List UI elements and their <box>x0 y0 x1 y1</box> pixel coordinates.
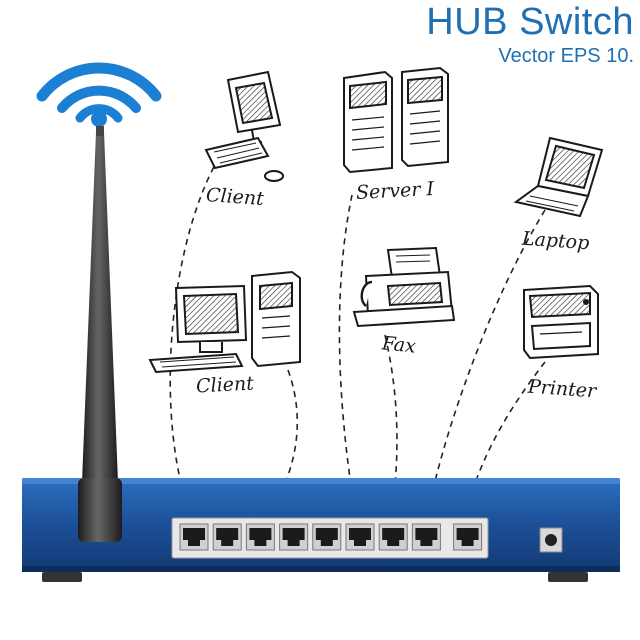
label-laptop: Laptop <box>521 227 591 255</box>
ethernet-port-icon <box>378 523 408 551</box>
server-tower-icon <box>343 66 449 174</box>
power-jack-icon <box>539 527 563 553</box>
fax-machine-icon <box>352 246 456 328</box>
ethernet-port-icon <box>279 523 309 551</box>
port-panel <box>171 517 489 559</box>
label-client-top: Client <box>205 184 265 210</box>
ethernet-port-icon <box>212 523 242 551</box>
label-server: Server I <box>355 177 435 205</box>
ethernet-port-icon <box>179 523 209 551</box>
laptop-icon <box>513 136 604 218</box>
cable-laptop <box>424 209 546 529</box>
cable-server <box>338 194 359 529</box>
desktop-computer-icon-top <box>204 70 284 182</box>
desktop-computer-icon-bottom <box>148 270 301 374</box>
printer-icon <box>523 284 599 360</box>
label-client-bottom: Client <box>195 372 255 398</box>
wifi-signal-icon <box>36 62 162 127</box>
cable-client-bottom <box>257 369 299 529</box>
ethernet-port-icon <box>345 523 375 551</box>
label-printer: Printer <box>527 375 597 403</box>
ethernet-port-icon <box>245 523 275 551</box>
ethernet-port-icon <box>453 523 483 551</box>
page-subtitle: Vector EPS 10. <box>498 45 634 67</box>
ethernet-port-icon <box>312 523 342 551</box>
title-block: HUB Switch Vector EPS 10. <box>426 0 634 68</box>
label-fax: Fax <box>380 332 417 358</box>
ethernet-port-icon <box>411 523 441 551</box>
page-title: HUB Switch <box>426 1 634 43</box>
